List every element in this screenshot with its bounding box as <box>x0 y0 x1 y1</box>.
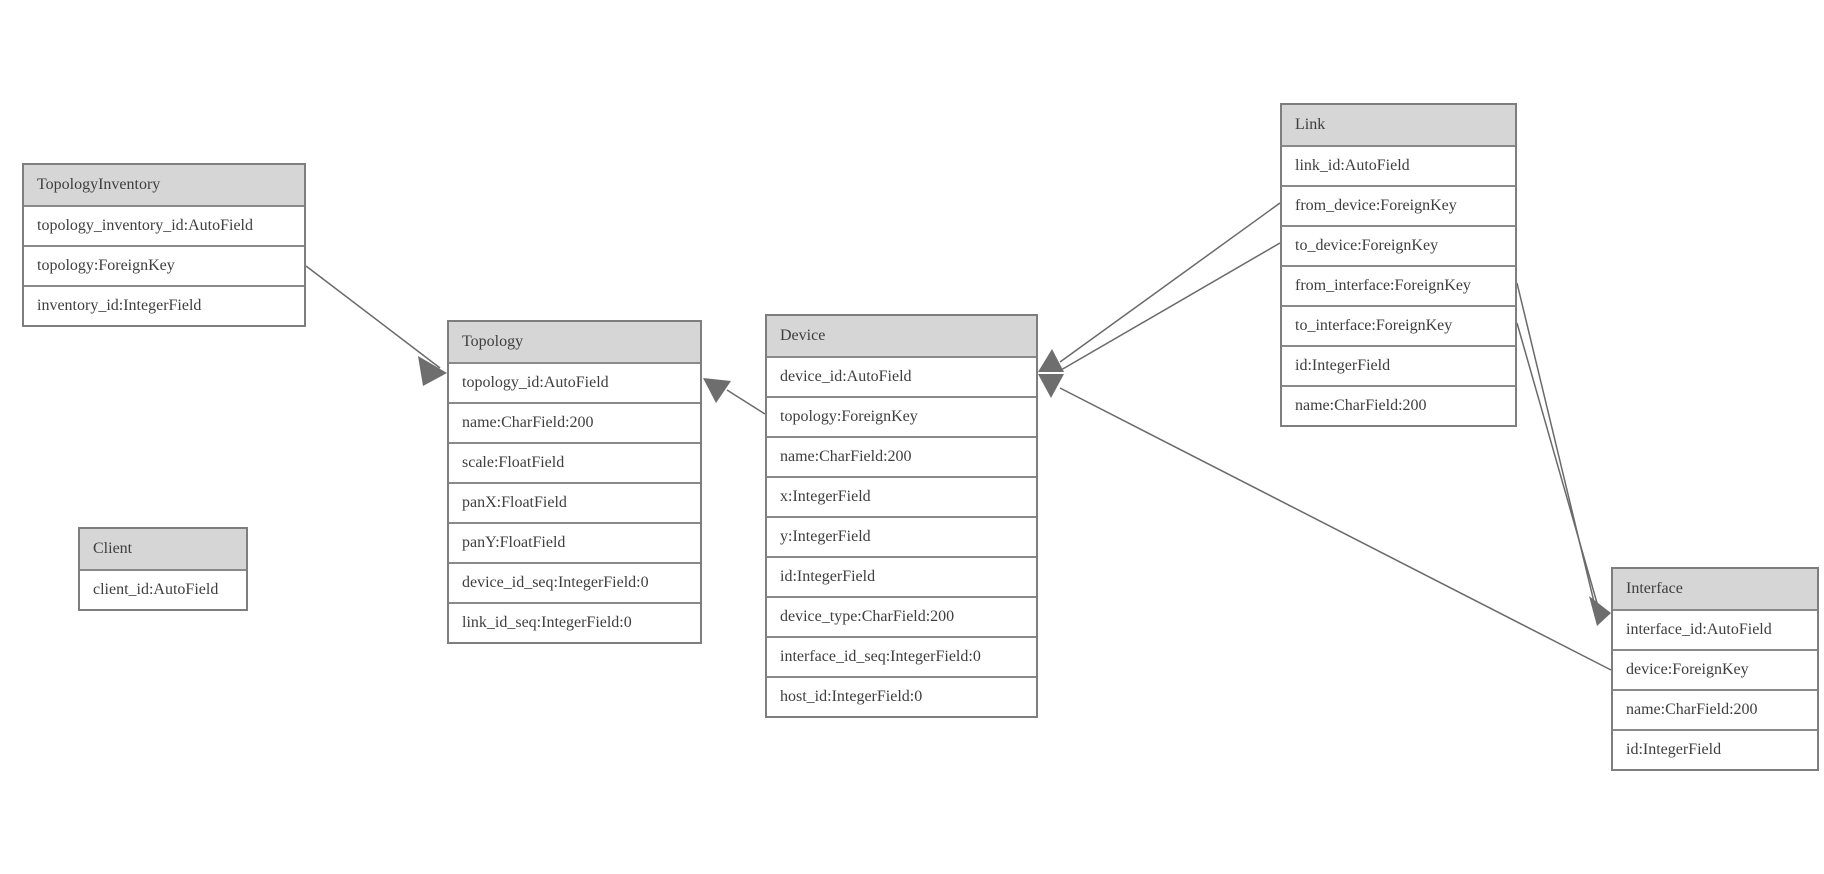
field-row: topology_id:AutoField <box>449 362 700 402</box>
field-row: from_device:ForeignKey <box>1282 185 1515 225</box>
table-device: Device device_id:AutoField topology:Fore… <box>765 314 1038 718</box>
arrowhead-into-topology-left <box>418 356 447 386</box>
table-link: Link link_id:AutoField from_device:Forei… <box>1280 103 1517 427</box>
field-row: id:IntegerField <box>1613 729 1817 769</box>
field-row: id:IntegerField <box>1282 345 1515 385</box>
field-row: panX:FloatField <box>449 482 700 522</box>
field-row: device_id_seq:IntegerField:0 <box>449 562 700 602</box>
table-topologyinventory-title: TopologyInventory <box>24 165 304 205</box>
field-row: name:CharField:200 <box>767 436 1036 476</box>
table-topology-title: Topology <box>449 322 700 362</box>
field-row: device:ForeignKey <box>1613 649 1817 689</box>
field-row: panY:FloatField <box>449 522 700 562</box>
field-row: from_interface:ForeignKey <box>1282 265 1515 305</box>
field-row: inventory_id:IntegerField <box>24 285 304 325</box>
field-row: id:IntegerField <box>767 556 1036 596</box>
field-row: interface_id:AutoField <box>1613 609 1817 649</box>
table-topology: Topology topology_id:AutoField name:Char… <box>447 320 702 644</box>
field-row: host_id:IntegerField:0 <box>767 676 1036 716</box>
field-row: name:CharField:200 <box>1613 689 1817 729</box>
field-row: to_device:ForeignKey <box>1282 225 1515 265</box>
edge-link-tointerface-interface <box>1516 322 1600 611</box>
field-row: topology:ForeignKey <box>24 245 304 285</box>
edge-topologyinventory-topology <box>305 265 441 369</box>
table-interface-title: Interface <box>1613 569 1817 609</box>
field-row: name:CharField:200 <box>449 402 700 442</box>
field-row: y:IntegerField <box>767 516 1036 556</box>
edge-link-todevice-device <box>1060 242 1281 371</box>
table-client: Client client_id:AutoField <box>78 527 248 611</box>
field-row: topology:ForeignKey <box>767 396 1036 436</box>
field-row: link_id_seq:IntegerField:0 <box>449 602 700 642</box>
edge-interface-device <box>1059 387 1612 671</box>
arrowhead-into-topology-right <box>703 378 731 403</box>
field-row: scale:FloatField <box>449 442 700 482</box>
table-device-title: Device <box>767 316 1036 356</box>
field-row: topology_inventory_id:AutoField <box>24 205 304 245</box>
field-row: device_type:CharField:200 <box>767 596 1036 636</box>
field-row: name:CharField:200 <box>1282 385 1515 425</box>
arrowhead-into-device-upper <box>1038 349 1064 372</box>
arrowhead-into-device-lower <box>1038 374 1064 398</box>
field-row: to_interface:ForeignKey <box>1282 305 1515 345</box>
edge-link-fromdevice-device <box>1059 202 1281 363</box>
field-row: interface_id_seq:IntegerField:0 <box>767 636 1036 676</box>
field-row: x:IntegerField <box>767 476 1036 516</box>
edge-link-frominterface-interface <box>1516 282 1595 603</box>
table-client-title: Client <box>80 529 246 569</box>
table-interface: Interface interface_id:AutoField device:… <box>1611 567 1819 771</box>
field-row: device_id:AutoField <box>767 356 1036 396</box>
table-link-title: Link <box>1282 105 1515 145</box>
field-row: client_id:AutoField <box>80 569 246 609</box>
table-topologyinventory: TopologyInventory topology_inventory_id:… <box>22 163 306 327</box>
edge-device-topology <box>726 389 766 415</box>
arrowhead-into-interface <box>1589 596 1611 626</box>
field-row: link_id:AutoField <box>1282 145 1515 185</box>
